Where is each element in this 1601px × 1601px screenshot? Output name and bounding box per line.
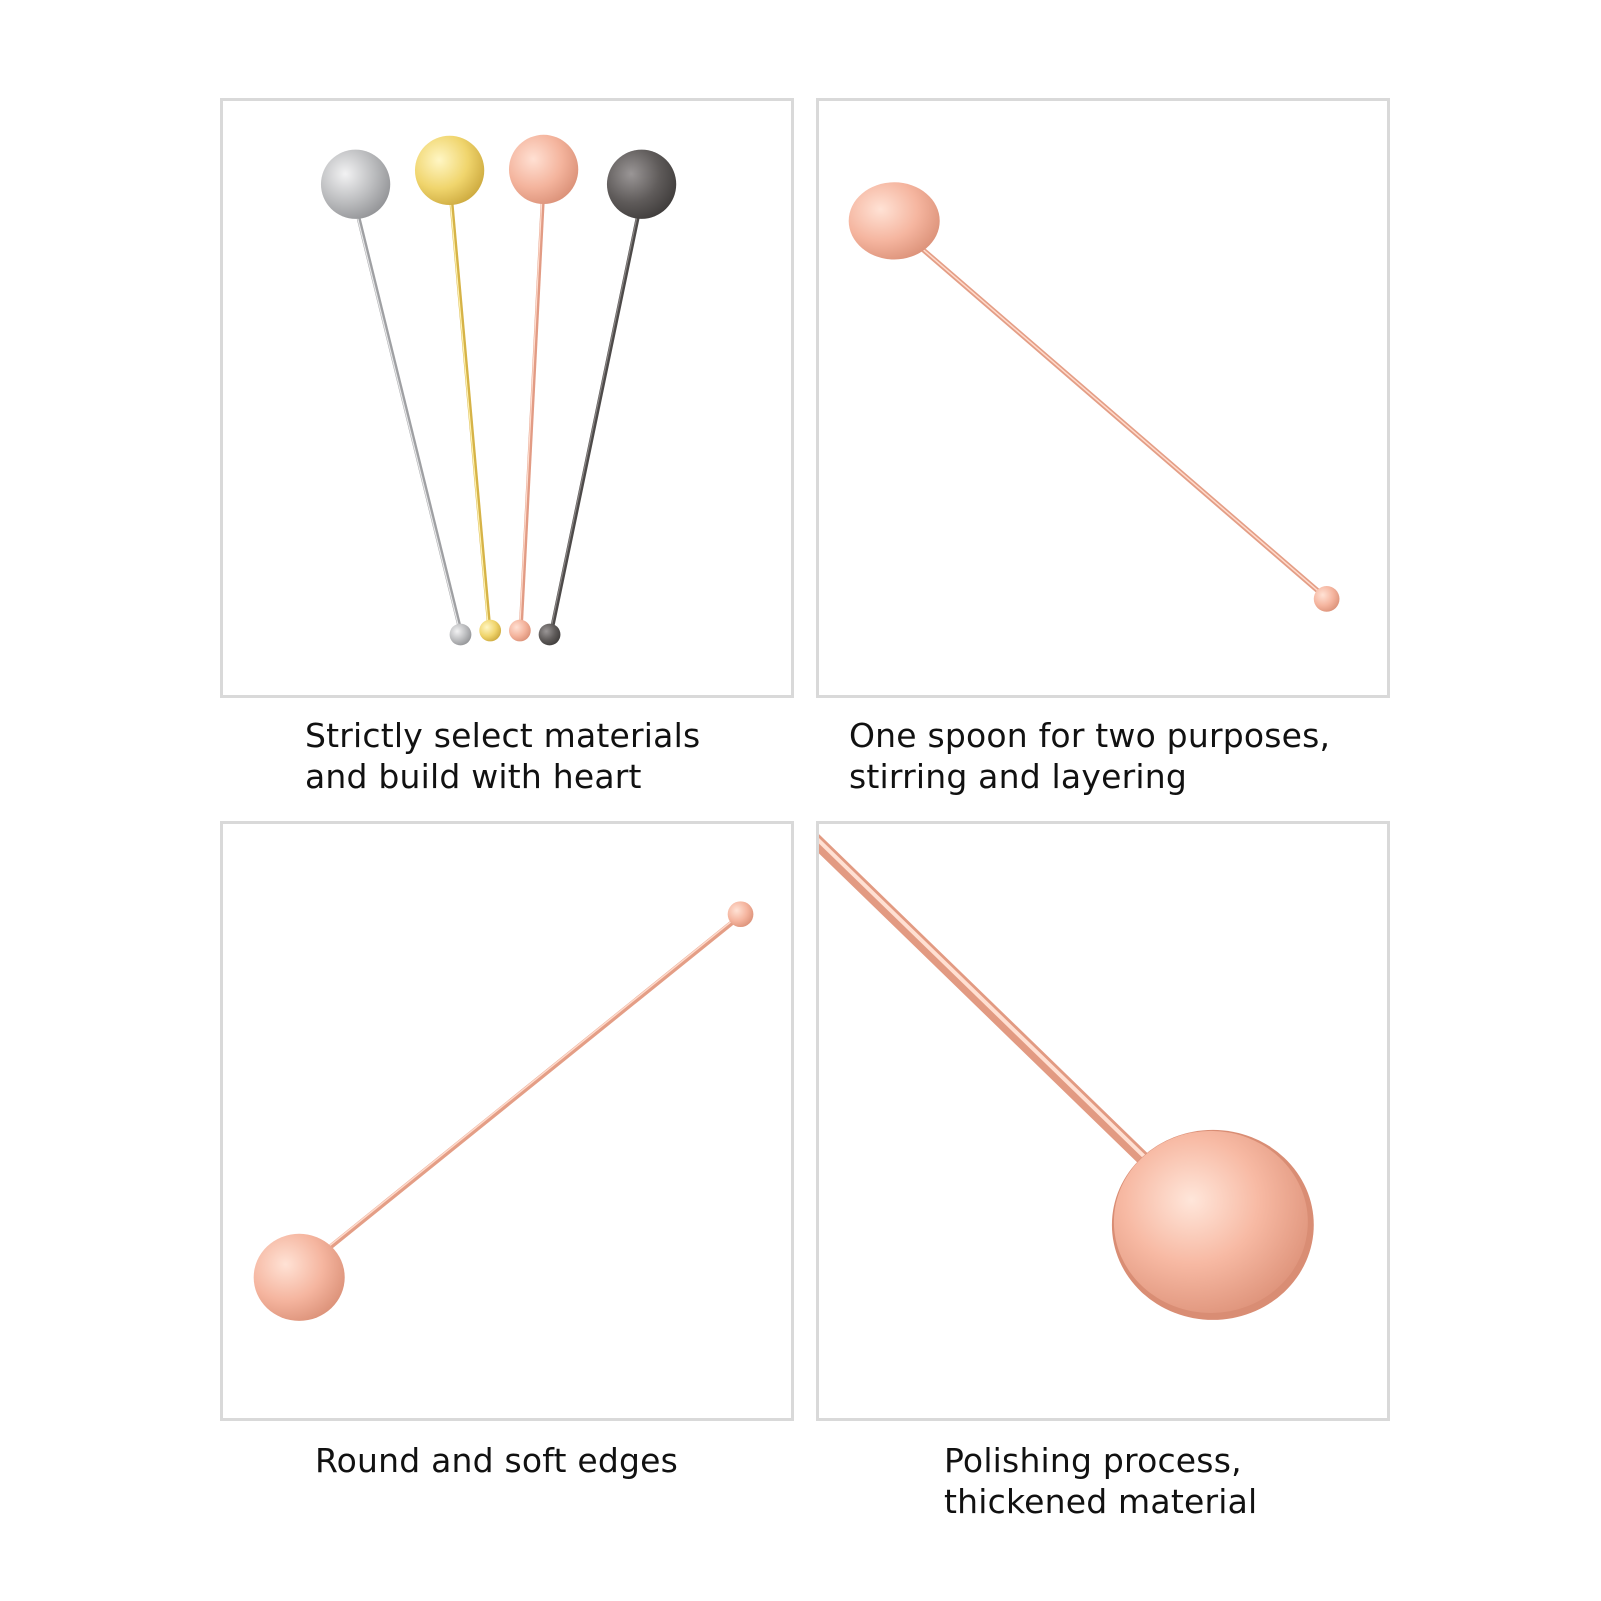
caption-polishing: Polishing process, thickened material <box>944 1440 1257 1522</box>
caption-line: thickened material <box>944 1482 1258 1521</box>
caption-materials: Strictly select materials and build with… <box>305 715 700 797</box>
product-photo-disc-closeup <box>816 821 1390 1421</box>
caption-line: One spoon for two purposes, <box>849 716 1331 755</box>
caption-line: Round and soft edges <box>315 1441 679 1480</box>
gold-spoon <box>414 135 502 642</box>
diagonal-spoon-illustration <box>848 182 1340 612</box>
product-photo-diagonal-spoon <box>816 98 1390 698</box>
caption-two-purposes: One spoon for two purposes, stirring and… <box>849 715 1330 797</box>
caption-round-edges: Round and soft edges <box>315 1440 678 1481</box>
silver-spoon <box>320 149 472 646</box>
rose-gold-spoon <box>508 134 579 642</box>
disc-closeup-illustration <box>819 834 1314 1320</box>
caption-line: stirring and layering <box>849 757 1187 796</box>
caption-line: Polishing process, <box>944 1441 1242 1480</box>
ascending-spoon-illustration <box>253 901 754 1321</box>
caption-line: and build with heart <box>305 757 642 796</box>
four-spoons-illustration <box>320 134 677 646</box>
caption-line: Strictly select materials <box>305 716 701 755</box>
product-photo-ascending-spoon <box>220 821 794 1421</box>
gunmetal-spoon <box>538 149 677 646</box>
product-photo-four-spoons <box>220 98 794 698</box>
